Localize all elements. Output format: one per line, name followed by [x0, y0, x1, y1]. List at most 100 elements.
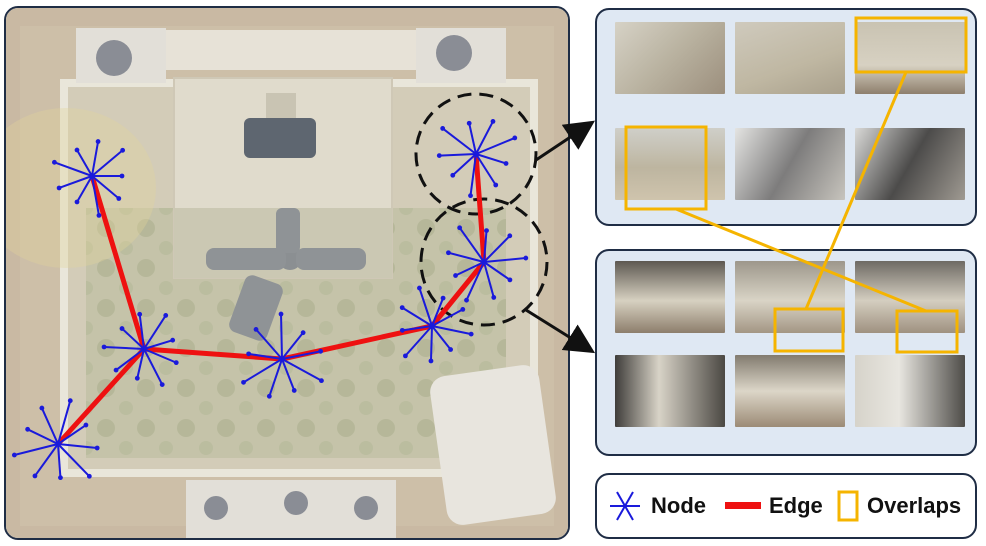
overlap-box	[773, 307, 845, 353]
legend-edge-label: Edge	[769, 493, 823, 518]
node-ray-tip	[159, 382, 165, 388]
node-ray	[455, 261, 485, 277]
node-ray	[27, 428, 59, 445]
view-photo	[855, 261, 965, 333]
overlap-box-icon	[837, 490, 859, 522]
node-ray-tip	[86, 473, 92, 479]
node-ray	[248, 352, 283, 360]
node-ray	[57, 443, 62, 478]
node-ray	[34, 443, 59, 477]
node-ray	[91, 175, 120, 200]
node-ray-tip	[95, 139, 101, 144]
node-ray	[483, 257, 526, 263]
view-photo	[855, 22, 965, 94]
node-ray-tip	[253, 326, 259, 332]
node-ray	[442, 127, 477, 155]
graph-node	[52, 139, 126, 218]
node-ray	[475, 153, 507, 165]
legend-edge: Edge	[725, 475, 823, 537]
node-ray-tip	[512, 135, 518, 141]
node-ray	[281, 350, 321, 360]
node-ray-tip	[67, 398, 73, 404]
overlap-box	[895, 309, 959, 354]
node-ray-tip	[466, 120, 472, 126]
node-ray-tip	[507, 233, 513, 239]
node-ray	[404, 325, 433, 357]
graph-edge	[429, 259, 487, 329]
node-ray-tip	[173, 360, 179, 366]
node-ray	[115, 348, 145, 371]
node-ray-tip	[468, 193, 473, 199]
node-ray-tip	[457, 225, 463, 231]
graph-edge	[89, 173, 147, 352]
graph-node	[446, 225, 529, 303]
view-photo	[855, 355, 965, 427]
node-ray-tip	[58, 475, 63, 481]
view-photo	[735, 355, 845, 427]
node-ray	[431, 297, 445, 327]
graph-node	[11, 398, 100, 481]
graph-edge	[141, 346, 285, 362]
node-ray	[76, 149, 93, 177]
node-ray	[281, 358, 322, 382]
node-ray-tip	[446, 250, 451, 256]
node-ray-tip	[319, 378, 324, 384]
node-ray-tip	[74, 147, 80, 153]
node-ray-tip	[83, 422, 89, 428]
node-ray	[268, 358, 283, 397]
node-ray	[57, 443, 91, 477]
node-ray-tip	[137, 311, 143, 317]
node-ray-tip	[493, 182, 499, 188]
node-ray-tip	[453, 273, 458, 278]
view-photo	[735, 261, 845, 333]
node-ray	[401, 306, 433, 327]
node-ray	[143, 314, 167, 350]
floorplan-panel	[4, 6, 570, 540]
node-ray	[40, 407, 59, 445]
node-ray	[452, 153, 477, 177]
node-ray-tip	[440, 295, 446, 301]
node-ray	[465, 261, 485, 301]
node-ray-tip	[241, 379, 246, 385]
node-ray	[91, 141, 100, 177]
node-ray	[281, 358, 296, 391]
node-ray	[143, 348, 164, 386]
graph-node	[436, 119, 518, 199]
node-ray-tip	[25, 426, 31, 432]
node-ray	[483, 261, 511, 281]
view-photo	[735, 22, 845, 94]
node-ray-tip	[11, 452, 17, 458]
overlap-box	[854, 16, 968, 74]
node-ray	[57, 400, 72, 445]
node-ray-tip	[399, 305, 405, 311]
node-ray-tip	[417, 285, 422, 291]
node-ray	[143, 348, 177, 364]
node-ray	[143, 339, 173, 350]
node-ray-tip	[163, 313, 169, 318]
node-ray-tip	[113, 367, 119, 373]
node-ray	[255, 328, 283, 360]
node-ray	[458, 227, 485, 263]
node-ray-tip	[170, 337, 176, 343]
node-ray-tip	[468, 331, 474, 337]
edge-line-icon	[725, 502, 761, 509]
node-ray-tip	[399, 327, 405, 333]
node-ray	[431, 325, 452, 351]
view-photo	[615, 355, 725, 427]
node-ray	[281, 332, 304, 360]
view-photo	[855, 128, 965, 200]
node-ray	[54, 161, 93, 177]
node-ray-tip	[32, 473, 38, 479]
node-ray	[91, 175, 100, 216]
node-ray-tip	[134, 375, 140, 381]
node-ray-tip	[428, 358, 434, 364]
node-ray-tip	[436, 153, 442, 158]
graph-edge	[55, 346, 147, 447]
node-ray	[469, 153, 477, 196]
node-ray-tip	[119, 326, 125, 331]
node-ray	[483, 261, 495, 298]
graph-node	[241, 311, 324, 399]
node-ray-tip	[440, 126, 446, 131]
selected-node-circle	[414, 92, 538, 216]
node-ray-tip	[56, 185, 62, 191]
